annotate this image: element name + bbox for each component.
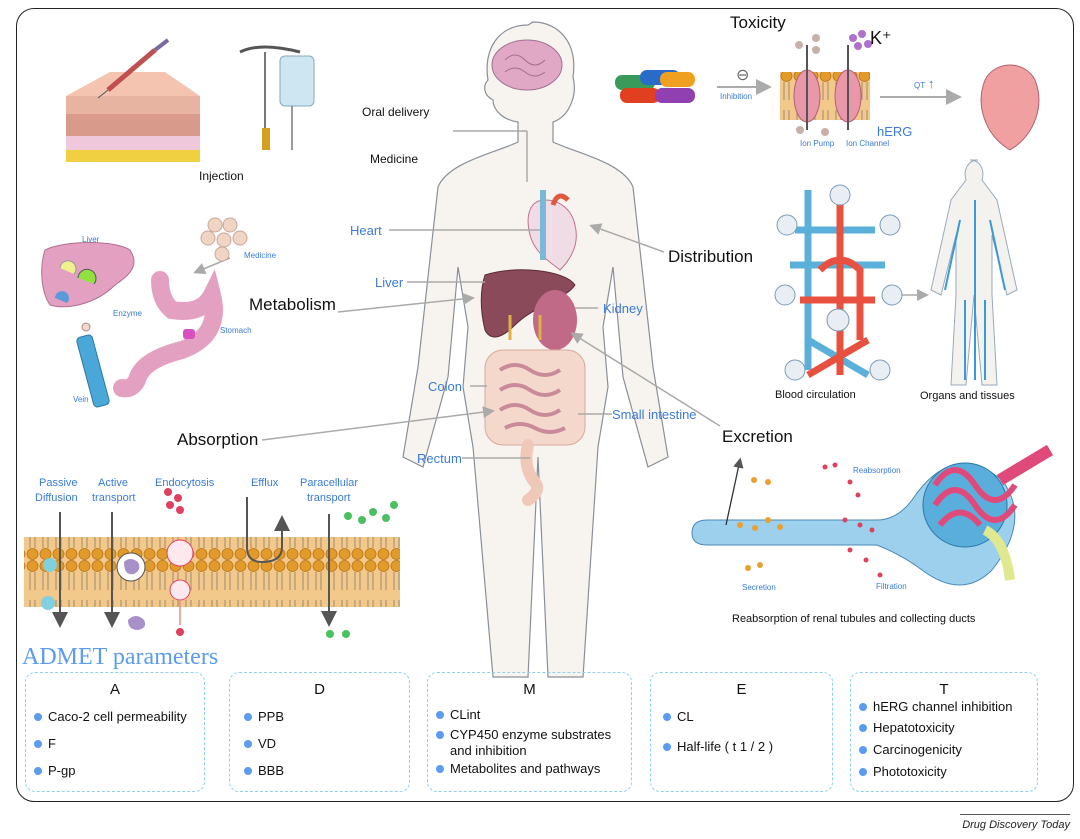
organ-label-colon: Colon <box>428 379 462 394</box>
admet-card-e: E CL Half-life ( t 1 / 2 ) <box>650 672 833 792</box>
process-label-toxicity: Toxicity <box>730 13 786 32</box>
process-label-distribution: Distribution <box>668 247 754 266</box>
passive-diffusion-label-2: Diffusion <box>35 492 78 504</box>
leader-lines <box>193 130 929 459</box>
qt-up-arrow-icon: ↑ <box>928 76 935 91</box>
blood-circulation-label: Blood circulation <box>775 389 856 401</box>
param-item: F <box>34 736 200 752</box>
param-item: P-gp <box>34 763 200 779</box>
met-vein-label: Vein <box>73 395 89 404</box>
met-medicine-label: Medicine <box>244 251 277 260</box>
qt-label: QT <box>914 81 926 90</box>
absorption-membrane <box>24 488 400 638</box>
human-body-illustration <box>402 21 669 678</box>
process-label-metabolism: Metabolism <box>249 295 336 314</box>
card-letter: M <box>523 681 536 698</box>
distribution-illustration <box>774 159 1018 386</box>
param-item: Half-life ( t 1 / 2 ) <box>663 739 828 755</box>
potassium-ion-label: K⁺ <box>870 28 892 48</box>
inhibition-label: Inhibition <box>720 92 753 101</box>
secretion-label: Secretion <box>742 583 776 592</box>
figure-frame <box>16 8 1074 802</box>
nephron-illustration <box>691 444 1054 586</box>
herg-label: hERG <box>877 124 913 139</box>
organs-tissues-label: Organs and tissues <box>920 390 1015 402</box>
injection-label: Injection <box>199 169 244 183</box>
admet-card-m: M CLint CYP450 enzyme substrates and inh… <box>427 672 632 792</box>
nephron-caption: Reabsorption of renal tubules and collec… <box>732 613 976 625</box>
pills-icon <box>615 70 695 103</box>
ion-channel-label: Ion Channel <box>846 139 890 148</box>
admet-card-a: A Caco-2 cell permeability F P-gp <box>25 672 205 792</box>
met-liver-label: Liver <box>82 235 100 244</box>
inhibition-symbol: ⊖ <box>736 67 750 84</box>
reabsorption-label: Reabsorption <box>853 466 901 475</box>
toxicity-illustration <box>615 30 1040 151</box>
efflux-label: Efflux <box>251 477 279 489</box>
organ-label-heart: Heart <box>350 223 382 238</box>
organ-label-rectum: Rectum <box>417 451 462 466</box>
card-letter: T <box>939 681 949 698</box>
param-item: CYP450 enzyme substrates and inhibition <box>436 727 635 759</box>
organ-label-small-intestine: Small intestine <box>612 407 697 422</box>
ion-pump-label: Ion Pump <box>800 139 835 148</box>
param-item: Carcinogenicity <box>859 742 1033 758</box>
paracellular-label-2: transport <box>307 492 351 504</box>
card-letter: E <box>736 681 747 698</box>
met-stomach-label: Stomach <box>220 326 252 335</box>
journal-credit: Drug Discovery Today <box>960 814 1070 831</box>
admet-card-t: T hERG channel inhibition Hepatotoxicity… <box>850 672 1038 792</box>
endocytosis-label: Endocytosis <box>155 477 215 489</box>
admet-card-d: D PPB VD BBB <box>229 672 410 792</box>
active-transport-label-1: Active <box>98 477 128 489</box>
passive-diffusion-label-1: Passive <box>39 477 78 489</box>
param-item: VD <box>244 736 405 752</box>
metabolism-illustration <box>41 217 248 408</box>
filtration-label: Filtration <box>876 582 907 591</box>
organ-label-kidney: Kidney <box>603 301 643 316</box>
param-item: hERG channel inhibition <box>859 699 1033 715</box>
param-item: Caco-2 cell permeability <box>34 709 200 725</box>
process-label-excretion: Excretion <box>722 427 793 446</box>
param-item: PPB <box>244 709 405 725</box>
card-letter: D <box>314 681 325 698</box>
capsule-icon <box>296 131 361 145</box>
injection-illustration <box>66 38 315 162</box>
param-item: Metabolites and pathways <box>436 761 627 777</box>
param-item: Hepatotoxicity <box>859 720 1033 736</box>
oral-medicine-label: Medicine <box>370 152 419 166</box>
param-item: Phototoxicity <box>859 764 1033 780</box>
param-item: CL <box>663 709 828 725</box>
oral-delivery-label: Oral delivery <box>362 105 430 119</box>
card-letter: A <box>109 681 120 698</box>
active-transport-label-2: transport <box>92 492 136 504</box>
process-label-absorption: Absorption <box>177 430 259 449</box>
admet-title: ADMET parameters <box>22 644 219 670</box>
organ-label-liver: Liver <box>375 275 404 290</box>
param-item: BBB <box>244 763 405 779</box>
paracellular-label-1: Paracellular <box>300 477 359 489</box>
met-enzyme-label: Enzyme <box>113 309 142 318</box>
param-item: CLint <box>436 707 627 723</box>
